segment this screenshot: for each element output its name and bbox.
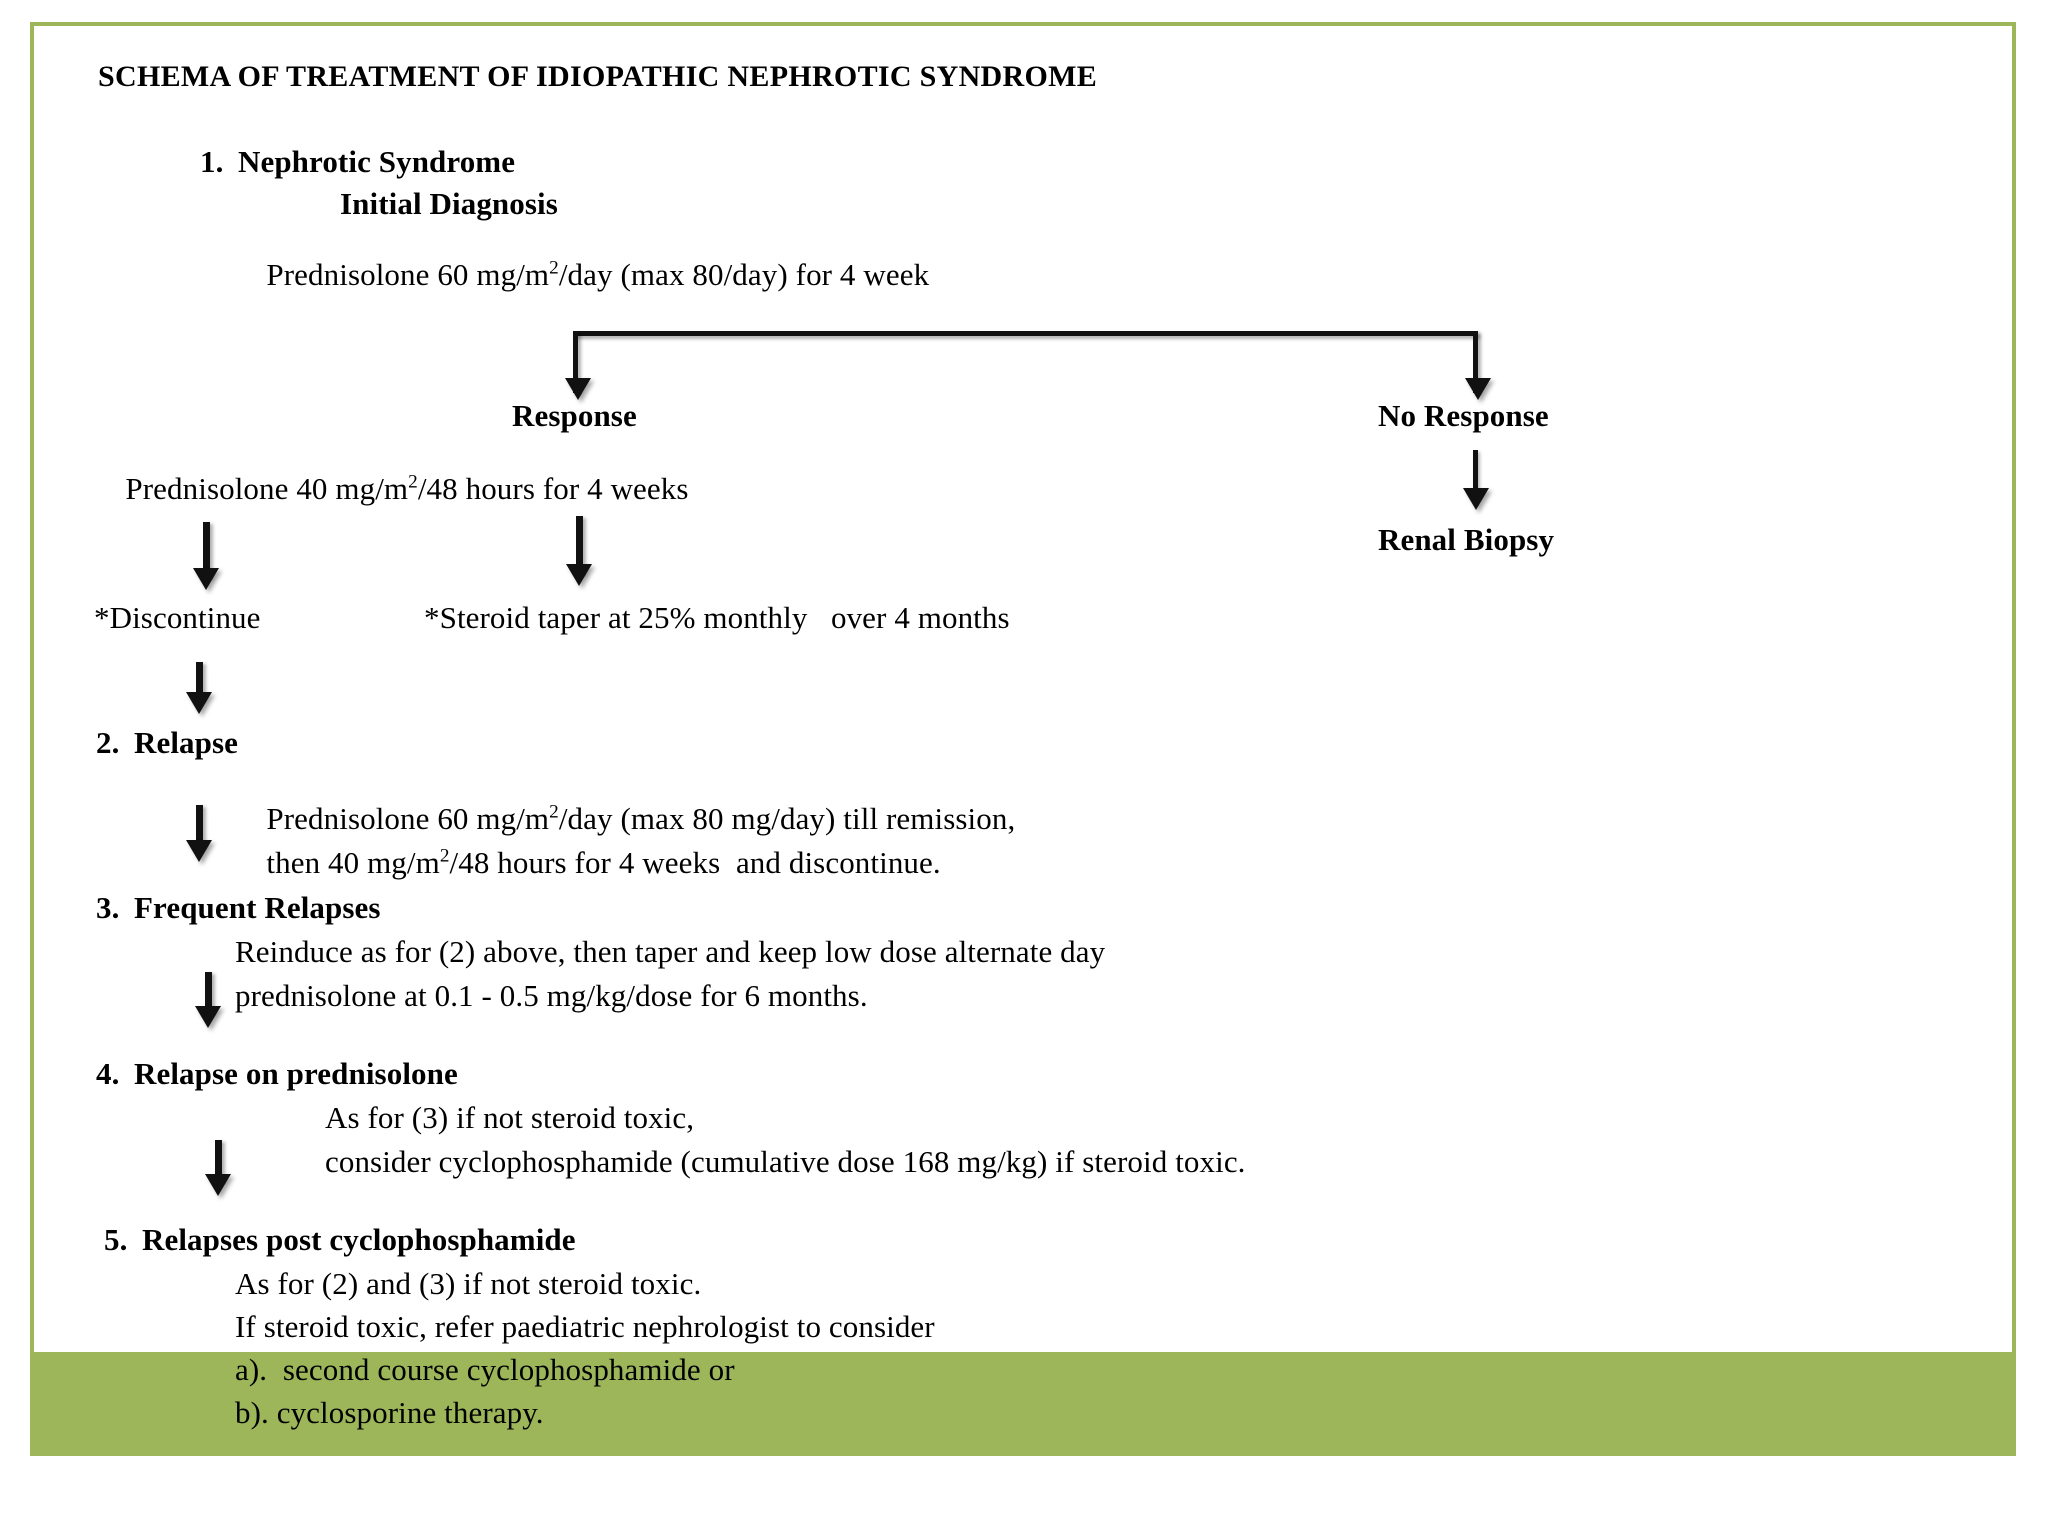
step1-subheading: Initial Diagnosis (340, 186, 558, 221)
step5-arrow-stem (215, 1140, 222, 1182)
step5-line3: a). second course cyclophosphamide or (235, 1352, 735, 1387)
step2-line1-post: /day (max 80 mg/day) till remission, (558, 801, 1016, 836)
bottom-green-band (34, 1352, 2012, 1452)
step4-heading: Relapse on prednisolone (134, 1056, 458, 1091)
branch-label-no-response: No Response (1378, 398, 1549, 433)
step5-arrowhead (205, 1174, 231, 1196)
branch-label-response: Response (512, 398, 637, 433)
split-connector-horizontal (573, 331, 1478, 336)
step3-heading: Frequent Relapses (134, 890, 381, 925)
step1-number: 1. (200, 144, 224, 179)
page-title: SCHEMA OF TREATMENT OF IDIOPATHIC NEPHRO… (98, 60, 1098, 93)
step2-line2-superscript: 2 (439, 845, 450, 867)
taper-arrowhead (566, 564, 592, 586)
discontinue-label: *Discontinue (94, 600, 261, 635)
step3-line2: prednisolone at 0.1 - 0.5 mg/kg/dose for… (235, 978, 868, 1013)
split-connector-left-arrowhead (565, 378, 591, 400)
step5-line2: If steroid toxic, refer paediatric nephr… (235, 1309, 935, 1344)
step4-line2: consider cyclophosphamide (cumulative do… (325, 1144, 1246, 1179)
step2-line2-post: /48 hours for 4 weeks and discontinue. (449, 845, 941, 880)
step2-arrow-stem (196, 662, 203, 700)
step3-arrow-stem (196, 805, 203, 847)
step2-line2-pre: then 40 mg/m (266, 845, 440, 880)
step5-line4: b). cyclosporine therapy. (235, 1395, 544, 1430)
step4-arrowhead (195, 1006, 221, 1028)
discontinue-arrowhead (193, 568, 219, 590)
renal-biopsy-label: Renal Biopsy (1378, 522, 1555, 557)
step1-dose: Prednisolone 60 mg/m2/day (max 80/day) f… (235, 228, 929, 321)
step1-dose-post: /day (max 80/day) for 4 week (558, 257, 930, 292)
step2-line1-superscript: 2 (549, 801, 559, 823)
taper-arrow-stem (576, 516, 583, 574)
step3-line1: Reinduce as for (2) above, then taper an… (235, 934, 1106, 969)
step2-line2: then 40 mg/m2/48 hours for 4 weeks and d… (235, 816, 941, 909)
step3-arrowhead (186, 840, 212, 862)
response-dose-pre: Prednisolone 40 mg/m (125, 471, 409, 506)
step2-line1-pre: Prednisolone 60 mg/m (266, 801, 550, 836)
step4-line1: As for (3) if not steroid toxic, (325, 1100, 695, 1135)
response-dose: Prednisolone 40 mg/m2/48 hours for 4 wee… (94, 442, 689, 535)
renal-biopsy-arrow-stem (1473, 450, 1478, 498)
step4-arrow-stem (205, 972, 212, 1014)
response-dose-superscript: 2 (408, 471, 418, 493)
slide-border-frame (30, 22, 2016, 1456)
step2-heading: Relapse (134, 725, 239, 760)
split-connector-right-arrowhead (1465, 378, 1491, 400)
step5-line1: As for (2) and (3) if not steroid toxic. (235, 1266, 702, 1301)
steroid-taper-label: *Steroid taper at 25% monthly over 4 mon… (424, 600, 1010, 635)
split-connector-left-vertical (573, 331, 578, 393)
renal-biopsy-arrowhead (1463, 488, 1489, 510)
step1-heading: Nephrotic Syndrome (238, 144, 516, 179)
step2-number: 2. (96, 725, 120, 760)
step1-dose-pre: Prednisolone 60 mg/m (266, 257, 550, 292)
step5-number: 5. (104, 1222, 128, 1257)
step1-dose-superscript: 2 (549, 257, 559, 279)
response-dose-post: /48 hours for 4 weeks (417, 471, 689, 506)
step3-number: 3. (96, 890, 120, 925)
step5-heading: Relapses post cyclophosphamide (142, 1222, 576, 1257)
split-connector-right-vertical (1473, 331, 1478, 393)
step2-arrowhead (186, 692, 212, 714)
step4-number: 4. (96, 1056, 120, 1091)
discontinue-arrow-stem (203, 522, 210, 578)
step2-line1: Prednisolone 60 mg/m2/day (max 80 mg/day… (235, 772, 1015, 865)
